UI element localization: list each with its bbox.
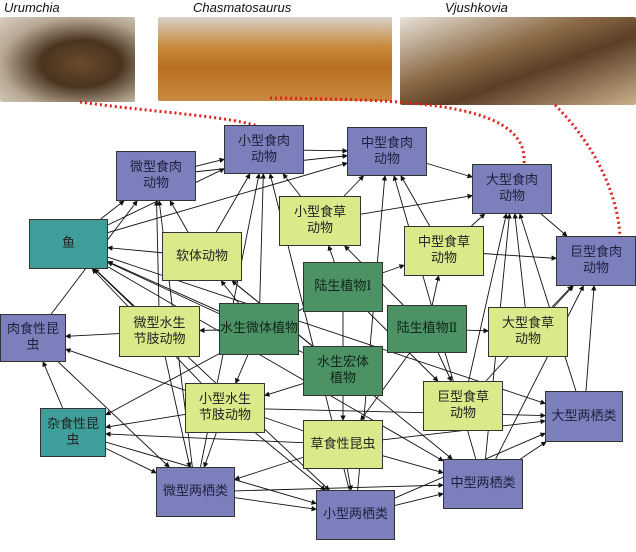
photo-label-chasmatosaurus: Chasmatosaurus xyxy=(193,0,292,15)
food-web-edge xyxy=(107,260,220,312)
node-large-herbivore: 大型食草 动物 xyxy=(488,307,568,357)
food-web-edge xyxy=(220,280,239,304)
node-medium-carnivore: 中型食肉 动物 xyxy=(347,127,427,176)
node-micro-carnivore: 微型食肉 动物 xyxy=(116,151,196,201)
node-medium-amphibian: 中型两栖类 xyxy=(443,459,523,509)
node-micro-aquatic-arthropod: 微型水生 节肢动物 xyxy=(119,306,200,357)
node-omnivorous-insect: 杂食性昆虫 xyxy=(40,408,106,457)
chasmatosaurus-fossil-photo xyxy=(158,17,392,101)
food-web-edge xyxy=(105,414,186,430)
food-web-edge xyxy=(169,200,189,233)
food-web-edge xyxy=(282,173,301,197)
node-small-herbivore: 小型食草 动物 xyxy=(279,196,361,246)
food-web-edge xyxy=(58,361,170,468)
food-web-edge xyxy=(343,175,365,197)
food-web-edge xyxy=(42,361,64,409)
food-web-edge xyxy=(394,492,444,506)
food-web-edge xyxy=(259,173,266,304)
node-large-amphibian: 大型两栖类 xyxy=(545,391,623,442)
node-large-carnivore: 大型食肉 动物 xyxy=(472,164,552,214)
vjushkovia-fossil-photo xyxy=(400,17,636,105)
fossil-link-urumchia xyxy=(79,100,259,128)
food-web-edge xyxy=(105,431,304,444)
food-web-edge xyxy=(107,161,348,233)
node-giant-carnivore: 巨型食肉 动物 xyxy=(556,236,636,286)
node-mollusc: 软体动物 xyxy=(162,232,242,281)
food-web-edge xyxy=(466,327,489,334)
food-web-edge xyxy=(540,213,568,237)
food-web-edge xyxy=(346,468,353,491)
food-web-edge xyxy=(431,275,441,306)
food-web-edge xyxy=(327,245,335,263)
food-web-edge xyxy=(585,285,597,392)
node-fish: 鱼 xyxy=(29,219,108,269)
food-web-edge xyxy=(234,456,304,481)
food-web-edge xyxy=(203,432,217,468)
food-web-edge xyxy=(360,193,473,215)
node-small-amphibian: 小型两栖类 xyxy=(316,490,395,540)
food-web-edge xyxy=(495,285,584,460)
food-web-edge xyxy=(235,354,249,384)
node-land-plant-2: 陆生植物Ⅱ xyxy=(387,305,467,353)
food-web-edge xyxy=(153,200,160,307)
food-web-edge xyxy=(400,175,431,227)
node-herbivorous-insect: 草食性昆虫 xyxy=(303,420,383,469)
photo-label-vjushkovia: Vjushkovia xyxy=(445,0,508,15)
photo-label-urumchia: Urumchia xyxy=(4,0,60,15)
food-web-edge xyxy=(520,441,547,460)
node-small-aquatic-arthropod: 小型水生 节肢动物 xyxy=(185,383,265,433)
node-medium-herbivore: 中型食草 动物 xyxy=(404,226,484,276)
node-carnivorous-insect: 肉食性昆虫 xyxy=(0,314,66,362)
node-small-carnivore: 小型食肉 动物 xyxy=(224,125,304,174)
node-land-plant-1: 陆生植物Ⅰ xyxy=(303,262,383,312)
food-web-edge xyxy=(107,256,546,405)
food-web-edge xyxy=(164,356,192,468)
food-web-edge xyxy=(264,408,546,419)
food-web-edge xyxy=(512,213,526,308)
food-web-edge xyxy=(551,285,573,308)
food-web-edge xyxy=(518,213,577,392)
food-web-edge xyxy=(215,173,251,233)
node-aquatic-micro-plant: 水生微体植物 xyxy=(219,303,299,355)
food-web-edge xyxy=(100,200,125,220)
node-giant-herbivore: 巨型食草 动物 xyxy=(423,381,503,431)
urumchia-fossil-photo xyxy=(0,17,135,102)
fossil-link-vjushkovia xyxy=(553,103,622,237)
food-web-edge xyxy=(468,213,508,382)
food-web-edge xyxy=(107,266,444,462)
node-aquatic-macro-plant: 水生宏体 植物 xyxy=(303,346,383,396)
food-web-edge xyxy=(255,432,326,491)
food-web-edge xyxy=(382,455,444,475)
food-web-edge xyxy=(105,448,157,474)
fossil-link-chasmatosaurus xyxy=(269,96,526,165)
food-web-edge xyxy=(195,157,225,167)
food-web-edge xyxy=(107,245,163,254)
food-web-edge xyxy=(360,352,410,421)
food-web-edge xyxy=(303,148,348,154)
food-web-edge xyxy=(264,383,304,397)
food-web-edge xyxy=(234,482,444,492)
food-web-edge xyxy=(471,213,486,227)
food-web-edge xyxy=(437,352,452,382)
food-web-edge xyxy=(382,264,405,274)
node-micro-amphibian: 微型两栖类 xyxy=(156,467,235,517)
food-web-edge xyxy=(65,333,120,339)
food-web-edge xyxy=(94,268,330,491)
food-web-edge xyxy=(483,253,557,261)
food-web-edge xyxy=(426,163,473,179)
food-web-edge xyxy=(234,497,317,512)
